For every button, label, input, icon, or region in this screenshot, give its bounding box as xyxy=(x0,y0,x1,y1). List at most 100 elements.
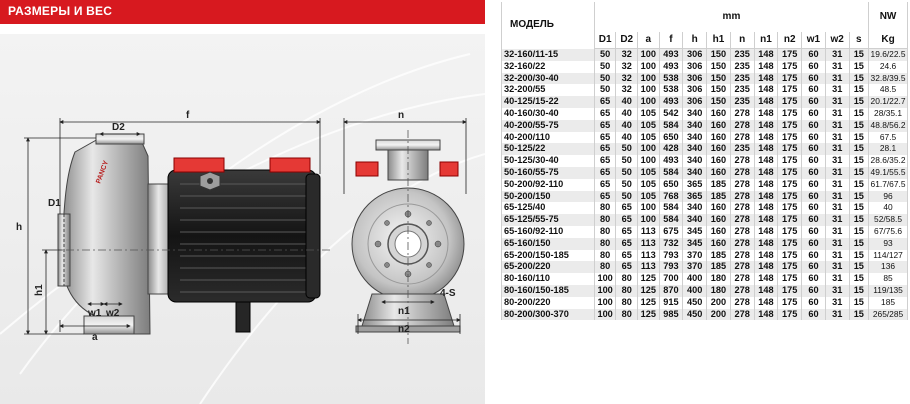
table-cell: 80 xyxy=(593,261,617,274)
table-cell: 100 xyxy=(593,296,617,309)
label-D2: D2 xyxy=(112,122,125,133)
table-cell: 185 xyxy=(706,178,731,191)
table-cell: 340 xyxy=(682,166,708,179)
table-cell: 650 xyxy=(658,131,684,144)
label-D1: D1 xyxy=(48,198,61,209)
table-cell: 200 xyxy=(706,308,731,321)
table-cell: 31 xyxy=(824,96,850,108)
table-cell: 119/135 xyxy=(868,284,908,297)
table-cell: 148 xyxy=(753,96,779,108)
table-cell: 340 xyxy=(682,143,708,156)
column-header-s: s xyxy=(848,32,870,49)
model-cell: 32-160/11-15 xyxy=(501,48,595,61)
table-cell: 15 xyxy=(848,72,870,85)
table-cell: 768 xyxy=(658,190,684,203)
table-cell: 31 xyxy=(824,119,850,132)
table-cell: 278 xyxy=(729,119,755,132)
table-cell: 19.6/22.5 xyxy=(868,48,908,61)
table-cell: 148 xyxy=(753,261,779,274)
table-cell: 60 xyxy=(801,72,826,85)
table-cell: 345 xyxy=(682,225,708,238)
table-cell: 31 xyxy=(824,273,850,285)
model-cell: 65-125/40 xyxy=(501,202,595,215)
model-cell: 65-200/220 xyxy=(501,261,595,274)
table-cell: 80 xyxy=(615,308,638,321)
table-cell: 60 xyxy=(801,296,826,309)
table-cell: 32.8/39.5 xyxy=(868,72,908,85)
table-cell: 100 xyxy=(637,48,660,61)
model-cell: 40-200/110 xyxy=(501,131,595,144)
table-cell: 60 xyxy=(801,190,826,203)
table-cell: 60 xyxy=(801,131,826,144)
table-cell: 306 xyxy=(682,72,708,85)
table-cell: 160 xyxy=(706,225,731,238)
table-cell: 278 xyxy=(729,214,755,226)
table-cell: 148 xyxy=(753,249,779,262)
table-cell: 80 xyxy=(593,202,617,215)
table-cell: 15 xyxy=(848,190,870,203)
table-cell: 60 xyxy=(801,273,826,285)
table-cell: 60 xyxy=(801,202,826,215)
table-cell: 160 xyxy=(706,214,731,226)
table-cell: 50 xyxy=(593,84,617,97)
table-cell: 584 xyxy=(658,166,684,179)
table-cell: 306 xyxy=(682,96,708,108)
table-cell: 150 xyxy=(706,96,731,108)
table-cell: 160 xyxy=(706,107,731,120)
table-cell: 93 xyxy=(868,237,908,250)
table-cell: 732 xyxy=(658,237,684,250)
table-cell: 15 xyxy=(848,273,870,285)
table-cell: 50 xyxy=(615,178,638,191)
column-header-kg: Kg xyxy=(868,32,908,49)
table-cell: 15 xyxy=(848,96,870,108)
table-cell: 65 xyxy=(593,166,617,179)
table-cell: 50 xyxy=(593,72,617,85)
table-cell: 915 xyxy=(658,296,684,309)
table-cell: 32 xyxy=(615,72,638,85)
table-cell: 148 xyxy=(753,131,779,144)
table-cell: 340 xyxy=(682,119,708,132)
model-cell: 40-200/55-75 xyxy=(501,119,595,132)
table-cell: 31 xyxy=(824,60,850,73)
table-cell: 278 xyxy=(729,308,755,321)
table-cell: 148 xyxy=(753,84,779,97)
table-cell: 15 xyxy=(848,296,870,309)
table-cell: 650 xyxy=(658,178,684,191)
model-cell: 80-160/150-185 xyxy=(501,284,595,297)
table-cell: 278 xyxy=(729,261,755,274)
table-cell: 200 xyxy=(706,296,731,309)
table-cell: 105 xyxy=(637,190,660,203)
model-cell: 65-160/92-110 xyxy=(501,225,595,238)
table-cell: 175 xyxy=(777,96,803,108)
table-cell: 65 xyxy=(593,190,617,203)
table-cell: 175 xyxy=(777,202,803,215)
table-cell: 278 xyxy=(729,166,755,179)
table-cell: 700 xyxy=(658,273,684,285)
table-cell: 15 xyxy=(848,284,870,297)
discharge-flange xyxy=(95,133,145,145)
column-header-h: h xyxy=(682,32,708,49)
table-cell: 40 xyxy=(615,131,638,144)
table-cell: 175 xyxy=(777,119,803,132)
table-cell: 148 xyxy=(753,214,779,226)
table-cell: 67/75.6 xyxy=(868,225,908,238)
column-header-n2: n2 xyxy=(777,32,803,49)
table-cell: 113 xyxy=(637,249,660,262)
table-cell: 370 xyxy=(682,261,708,274)
table-cell: 65 xyxy=(615,214,638,226)
model-cell: 65-160/150 xyxy=(501,237,595,250)
table-cell: 15 xyxy=(848,119,870,132)
table-cell: 306 xyxy=(682,60,708,73)
table-cell: 185 xyxy=(706,249,731,262)
table-cell: 340 xyxy=(682,131,708,144)
